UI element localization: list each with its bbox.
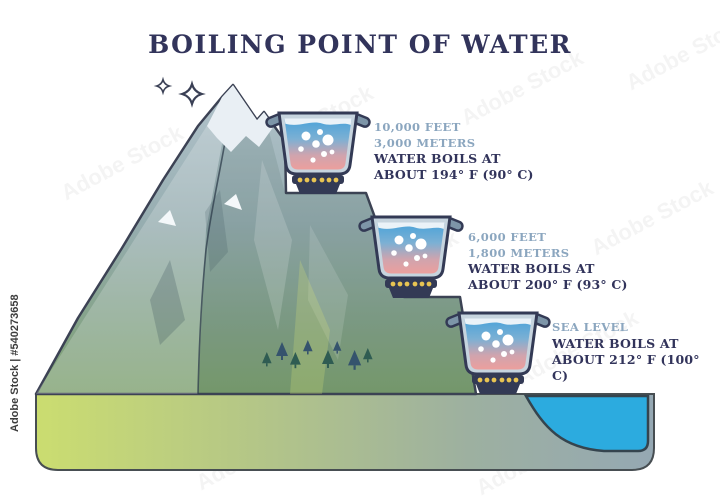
boil-text-line2: ABOUT 194° F (90° C) — [374, 167, 534, 182]
altitude-label-sea-level: SEA LEVEL WATER BOILS AT ABOUT 212° F (1… — [552, 320, 720, 384]
boil-text-line1: WATER BOILS AT — [468, 261, 595, 276]
altitude-meters: 1,800 METERS — [468, 245, 570, 260]
altitude-feet: 10,000 FEET — [374, 120, 461, 134]
ground — [35, 393, 655, 471]
mountain-facets — [36, 85, 476, 394]
altitude-feet: SEA LEVEL — [552, 320, 629, 334]
altitude-label-10000-feet: 10,000 FEET 3,000 METERS WATER BOILS AT … — [374, 120, 534, 183]
sparkle-icon — [178, 80, 206, 108]
altitude-meters: 3,000 METERS — [374, 135, 476, 150]
page-title: BOILING POINT OF WATER — [148, 30, 572, 59]
snow-patch — [224, 194, 242, 210]
sea-water — [523, 394, 650, 453]
watermark-id-text: Adobe Stock | #540273658 — [9, 294, 21, 432]
trees — [262, 340, 373, 370]
boil-text-line1: WATER BOILS AT — [552, 335, 679, 351]
altitude-feet: 6,000 FEET — [468, 230, 547, 244]
sparkle-icon — [153, 76, 173, 96]
boil-text-line2: ABOUT 212° F (100° C) — [552, 351, 700, 383]
snow-cap — [207, 85, 274, 152]
snow-patch — [158, 210, 176, 226]
boil-text-line1: WATER BOILS AT — [374, 151, 501, 166]
altitude-label-6000-feet: 6,000 FEET 1,800 METERS WATER BOILS AT A… — [468, 230, 628, 293]
boil-text-line2: ABOUT 200° F (93° C) — [468, 277, 628, 292]
